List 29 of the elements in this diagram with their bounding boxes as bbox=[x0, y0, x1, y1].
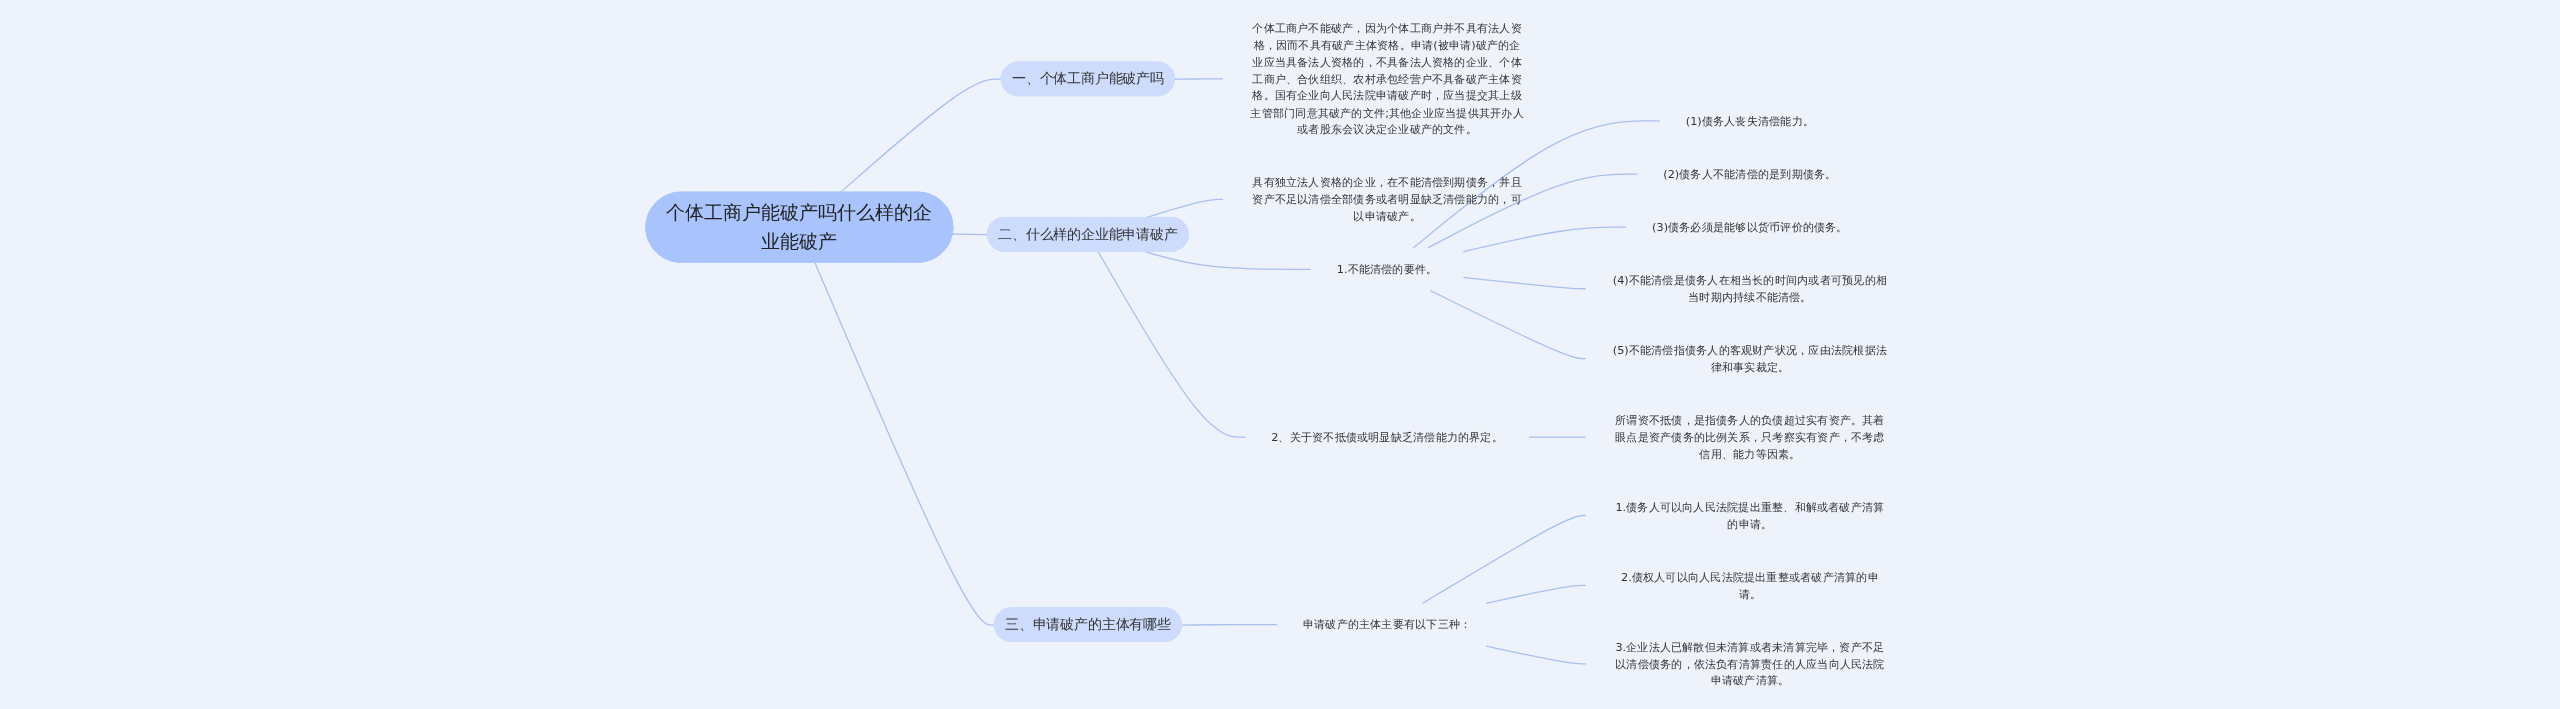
node-text: 申请破产的主体主要有以下三种： bbox=[1302, 617, 1472, 631]
node-text: (5)不能清偿指债务人的客观财产状况，应由法院根据法律和事实裁定。 bbox=[1612, 343, 1887, 374]
node-text: 个体工商户不能破产，因为个体工商户并不具有法人资格，因而不具有破产主体资格。申请(被申请)破产的企业应当具备法人资格的，不具备法人资格的企业、个体工商户、合伙组织、农村承包经营户不具备破产主体资格。国有企业向人民法院申请破产时，应当提交其上级主管部门同意其破产的文件;其他企业应当提供其开办人或者股东会议决定企业破产的文件。 bbox=[1250, 21, 1524, 136]
node-text: 3.企业法人已解散但未清算或者未清算完毕，资产不足以清偿债务的，依法负有清算责任的人应当向人民法院申请破产清算。 bbox=[1615, 640, 1885, 687]
connector bbox=[1429, 290, 1587, 360]
node-text: 1.债务人可以向人民法院提出重整、和解或者破产清算的申请。 bbox=[1615, 500, 1885, 531]
connector bbox=[1427, 173, 1639, 249]
connector bbox=[814, 261, 996, 626]
connector bbox=[1462, 226, 1627, 253]
node-text: 2.债权人可以向人民法院提出重整或者破产清算的申请。 bbox=[1621, 570, 1879, 601]
connector bbox=[952, 233, 989, 236]
connector bbox=[1421, 514, 1587, 604]
node-text: (3)债务必须是能够以货币评价的债务。 bbox=[1652, 220, 1848, 234]
node-text: (2)债务人不能清偿的是到期债务。 bbox=[1663, 167, 1837, 181]
connector bbox=[1485, 645, 1587, 665]
node-text: 所谓资不抵债，是指债务人的负债超过实有资产。其着眼点是资产债务的比例关系，只考察实有资产，不考虑信用、能力等因素。 bbox=[1615, 413, 1885, 461]
node-text: 2、关于资不抵债或明显缺乏清偿能力的界定。 bbox=[1271, 430, 1503, 444]
node-text: (1)债务人丧失清偿能力。 bbox=[1685, 114, 1815, 128]
connector bbox=[839, 78, 1003, 194]
connector bbox=[1097, 250, 1246, 438]
connector bbox=[1412, 120, 1661, 249]
connector bbox=[1174, 78, 1224, 80]
connector bbox=[1485, 584, 1587, 604]
connector bbox=[1462, 276, 1587, 290]
node-text: (4)不能清偿是债务人在相当长的时间内或者可预见的相当时期内持续不能清偿。 bbox=[1612, 273, 1887, 304]
connector bbox=[1181, 624, 1278, 626]
node-text: 具有独立法人资格的企业，在不能清偿到期债务，并且资产不足以清偿全部债务或者明显缺乏清偿能力的，可以申请破产。 bbox=[1252, 175, 1522, 223]
node-text: 1.不能清偿的要件。 bbox=[1336, 262, 1438, 276]
connector bbox=[1528, 436, 1587, 438]
